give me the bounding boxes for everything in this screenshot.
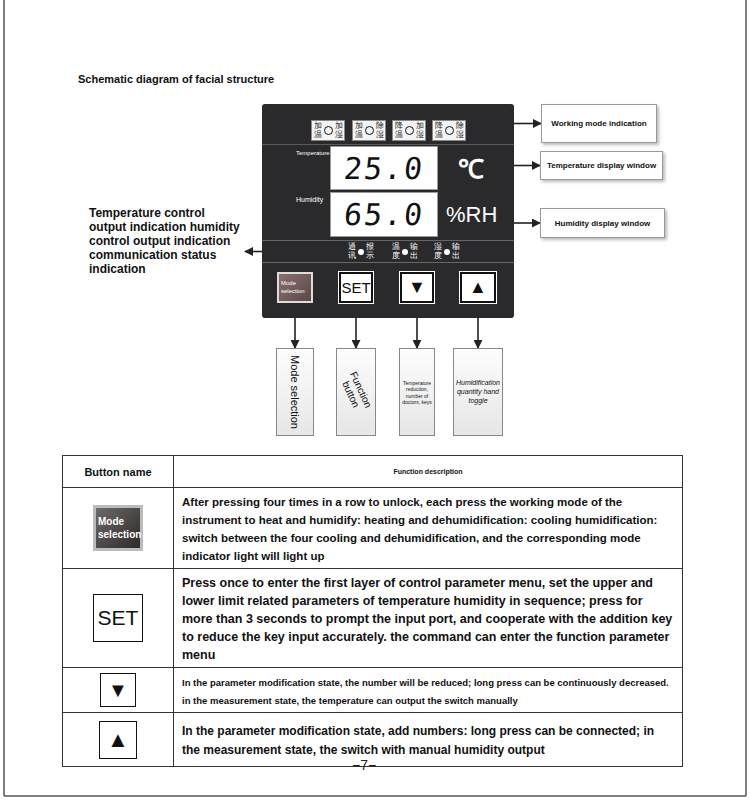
- indicator-text: 报示: [366, 243, 374, 261]
- table-cell: In the parameter modification state, add…: [174, 713, 683, 767]
- indicator-group: 湿度输出: [434, 243, 460, 261]
- button-description: In the parameter modification state, the…: [182, 677, 669, 706]
- button-text: Mode selection: [281, 280, 309, 296]
- callout-text: Temperature control output indication hu…: [89, 206, 241, 276]
- table-cell: ▼: [63, 668, 174, 713]
- mode-text: 除湿: [376, 122, 384, 140]
- table-cell: Button name: [63, 456, 174, 488]
- mode-text: 降温: [395, 122, 403, 140]
- display-digits: 65.0: [342, 197, 426, 232]
- callout-box: Humidity display window: [540, 208, 665, 238]
- mode-text: 降温: [435, 122, 443, 140]
- table-cell: ▲: [63, 713, 174, 767]
- table-cell: Function description: [174, 456, 683, 488]
- mode-text: 加温: [314, 122, 322, 140]
- mode-text: 除湿: [456, 122, 464, 140]
- display-window: 65.0: [330, 192, 438, 237]
- mode-text: 加温: [355, 122, 363, 140]
- function-text: Mode selection: [289, 355, 301, 429]
- connector-arrow: [245, 251, 262, 253]
- display-digits: 25.0: [342, 151, 426, 186]
- button-text: ▼: [408, 277, 426, 298]
- indicator-lamp: [365, 126, 374, 135]
- indicator-text: 温度: [392, 243, 400, 261]
- button-icon: ▲: [99, 721, 137, 759]
- indicator-text: 湿度: [434, 243, 442, 261]
- panel-button: ▼: [400, 272, 434, 303]
- panel-label: ℃: [458, 150, 484, 186]
- table-cell: After pressing four times in a row to un…: [174, 488, 683, 569]
- indicator-group: 通讯报示: [348, 243, 374, 261]
- indicator-text: 输出: [452, 243, 460, 261]
- function-text: Temperature reduction, number of doctors…: [401, 380, 433, 405]
- button-icon: SET: [93, 594, 143, 642]
- button-icon: Mode selection: [93, 505, 143, 551]
- callout-box: Temperature display window: [540, 151, 663, 180]
- function-box: Humidification quantity hand toggle: [453, 348, 503, 436]
- mode-indicator: 降温除湿: [432, 120, 466, 141]
- callout-text: Temperature display window: [547, 161, 656, 170]
- indicator-lamp: [405, 126, 414, 135]
- function-box: Temperature reduction, number of doctors…: [399, 348, 435, 436]
- table-cell: Mode selection: [63, 488, 174, 569]
- indicator-lamp: [358, 249, 364, 255]
- connector-arrow: [514, 123, 541, 125]
- callout-text: Temperature control output indication hu…: [88, 205, 242, 277]
- panel-label: Humidity: [296, 196, 323, 203]
- indicator-text: 通讯: [348, 243, 356, 261]
- mode-text: 加湿: [335, 122, 343, 140]
- callout-box: Working mode indication: [541, 104, 657, 143]
- mode-indicator: 降温加湿: [392, 120, 426, 141]
- function-box: Function button: [336, 348, 376, 436]
- indicator-lamp: [324, 126, 333, 135]
- button-description: After pressing four times in a row to un…: [182, 496, 657, 562]
- button-text: SET: [341, 279, 370, 296]
- panel-separator: [262, 144, 514, 145]
- button-description: In the parameter modification state, add…: [182, 724, 654, 757]
- function-table: Button name Function descriptionMode sele…: [62, 455, 683, 767]
- table-header: Function description: [393, 468, 462, 475]
- mode-indicator: 加温加湿: [311, 120, 345, 141]
- table-header: Button name: [84, 466, 151, 478]
- indicator-lamp: [445, 126, 454, 135]
- table-row: Mode selection After pressing four times …: [63, 488, 683, 569]
- indicator-group: 温度输出: [392, 243, 418, 261]
- table-row: ▼ In the parameter modification state, th…: [63, 668, 683, 713]
- controller-panel: TemperatureHumidity℃%RH加温加湿加温除湿降温加湿降温除湿2…: [262, 104, 514, 318]
- function-text: Function button: [336, 367, 375, 418]
- callout-text: Humidity display window: [555, 219, 651, 228]
- table-cell: SET: [63, 569, 174, 668]
- panel-label: Temperature: [296, 150, 330, 156]
- connector-arrow: [514, 165, 540, 167]
- panel-button: SET: [339, 272, 373, 303]
- indicator-lamp: [444, 249, 450, 255]
- diagram-title: Schematic diagram of facial structure: [78, 73, 274, 85]
- button-icon: ▼: [100, 673, 136, 707]
- indicator-band: 通讯报示温度输出湿度输出: [262, 240, 514, 263]
- table-cell: Press once to enter the first layer of c…: [174, 569, 683, 668]
- table-row: SET Press once to enter the first layer o…: [63, 569, 683, 668]
- display-window: 25.0: [330, 146, 438, 190]
- function-text: Humidification quantity hand toggle: [455, 379, 501, 405]
- button-description: Press once to enter the first layer of c…: [182, 576, 672, 662]
- panel-label: %RH: [446, 202, 497, 228]
- table-row: Button name Function description: [63, 456, 683, 488]
- panel-button: ▲: [460, 272, 496, 303]
- table-cell: In the parameter modification state, the…: [174, 668, 683, 713]
- mode-indicator: 加温除湿: [352, 120, 386, 141]
- function-box: Mode selection: [276, 348, 314, 436]
- indicator-text: 输出: [410, 243, 418, 261]
- connector-arrow: [514, 222, 540, 224]
- mode-text: 加湿: [416, 122, 424, 140]
- callout-text: Working mode indication: [551, 119, 646, 128]
- mode-button: Mode selection: [277, 272, 313, 303]
- indicator-lamp: [402, 249, 408, 255]
- button-text: ▲: [469, 277, 487, 298]
- page-number: −7−: [352, 757, 376, 773]
